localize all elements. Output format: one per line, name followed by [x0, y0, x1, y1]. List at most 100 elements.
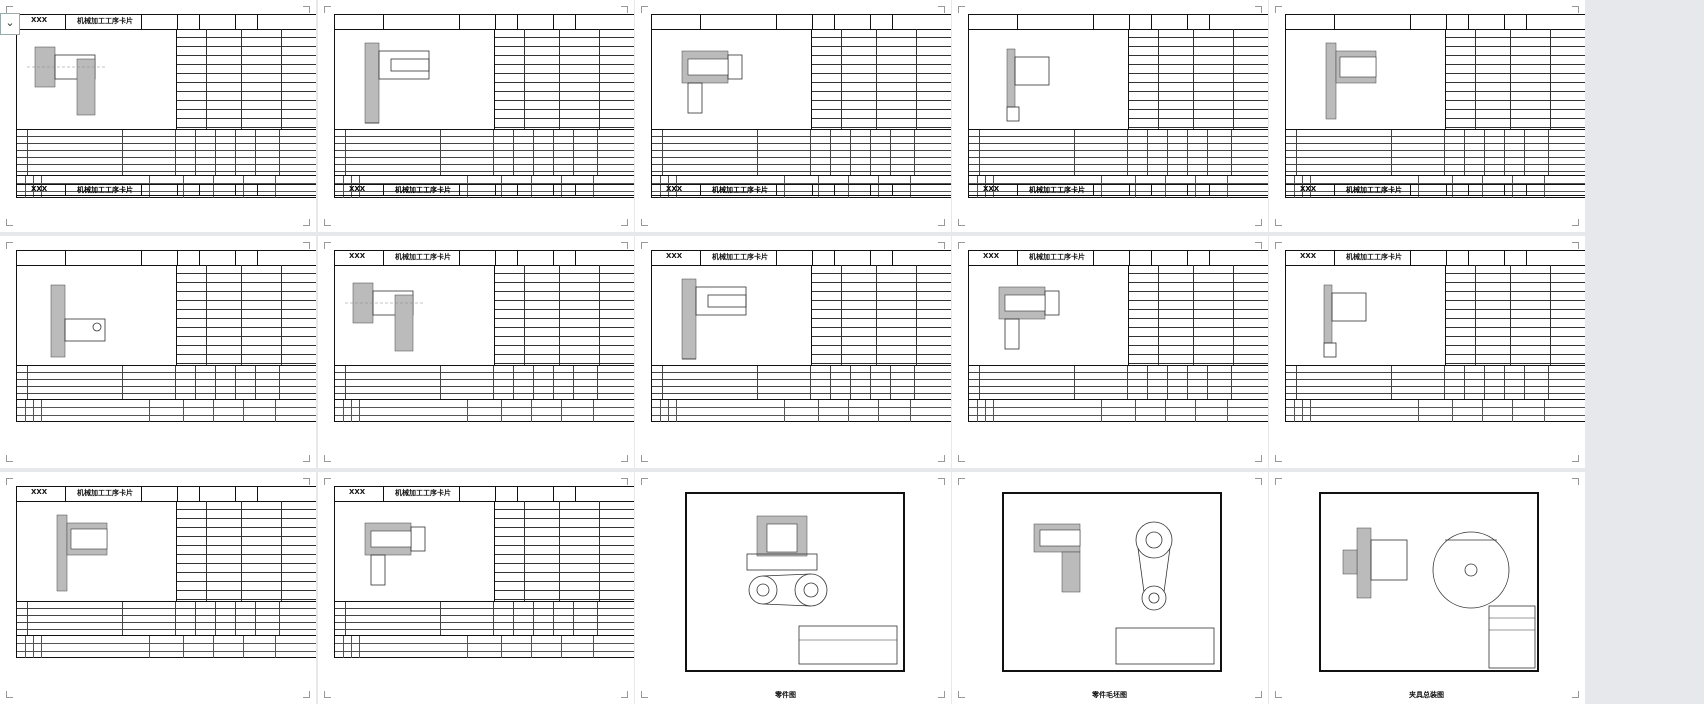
- crop-mark: [6, 478, 13, 485]
- process-sketch: [1286, 29, 1445, 129]
- crop-mark: [1275, 6, 1282, 13]
- company-name: XXX: [983, 185, 1000, 193]
- crop-mark: [324, 691, 331, 698]
- crop-mark: [938, 691, 945, 698]
- crop-mark: [621, 219, 628, 226]
- step-table: [17, 129, 316, 176]
- part-sketch: [364, 42, 430, 124]
- card-title: 机械加工工序卡片: [1346, 186, 1402, 194]
- document-page[interactable]: XXX 机械加工工序卡片: [1269, 0, 1585, 232]
- signature-table: [652, 399, 951, 422]
- part-sketch: [364, 522, 426, 586]
- process-card: XXX 机械加工工序卡片: [16, 14, 316, 198]
- crop-mark: [1572, 691, 1579, 698]
- process-info-table: [811, 265, 951, 365]
- process-card: XXX 机械加工工序卡片: [651, 250, 951, 422]
- company-name: XXX: [983, 252, 1000, 260]
- process-info-table: [494, 501, 634, 601]
- signature-table: [335, 399, 634, 422]
- step-table: [17, 365, 316, 400]
- step-table: [335, 129, 634, 176]
- signature-table: [17, 399, 316, 422]
- company-name: XXX: [349, 252, 366, 260]
- company-name: XXX: [31, 16, 48, 24]
- card-title: 机械加工工序卡片: [712, 253, 768, 261]
- drawing-page[interactable]: 零件毛坯图: [952, 472, 1268, 704]
- drawing-frame: [1002, 492, 1222, 672]
- next-card-header: XXX 机械加工工序卡片: [16, 184, 316, 196]
- company-name: XXX: [349, 488, 366, 496]
- document-page[interactable]: [0, 236, 316, 468]
- process-info-table: [176, 29, 316, 129]
- card-title: 机械加工工序卡片: [77, 17, 133, 25]
- crop-mark: [6, 242, 13, 249]
- crop-mark: [1255, 242, 1262, 249]
- crop-mark: [641, 455, 648, 462]
- card-title: 机械加工工序卡片: [77, 186, 133, 194]
- crop-mark: [1275, 478, 1282, 485]
- signature-table: [17, 635, 316, 658]
- document-page[interactable]: XXX 机械加工工序卡片: [318, 472, 634, 704]
- crop-mark: [958, 455, 965, 462]
- crop-mark: [303, 455, 310, 462]
- process-sketch: [969, 29, 1128, 129]
- company-name: XXX: [349, 185, 366, 193]
- crop-mark: [938, 6, 945, 13]
- card-title: 机械加工工序卡片: [395, 489, 451, 497]
- crop-mark: [1275, 242, 1282, 249]
- drawing-page[interactable]: 零件图: [635, 472, 951, 704]
- company-name: XXX: [666, 252, 683, 260]
- crop-mark: [6, 6, 13, 13]
- process-info-table: [811, 29, 951, 129]
- step-table: [652, 365, 951, 400]
- crop-mark: [1255, 478, 1262, 485]
- process-sketch: [17, 501, 176, 601]
- drawing-frame: [1319, 492, 1539, 672]
- crop-mark: [1255, 219, 1262, 226]
- engineering-drawing: [746, 515, 898, 665]
- part-sketch: [1006, 48, 1050, 122]
- crop-mark: [303, 478, 310, 485]
- process-sketch: [17, 29, 176, 129]
- crop-mark: [938, 242, 945, 249]
- crop-mark: [938, 455, 945, 462]
- card-header: [1286, 15, 1585, 30]
- crop-mark: [1255, 455, 1262, 462]
- next-card-header: XXX 机械加工工序卡片: [1285, 184, 1585, 196]
- crop-mark: [938, 478, 945, 485]
- signature-table: [1286, 175, 1585, 198]
- company-name: XXX: [31, 185, 48, 193]
- crop-mark: [303, 219, 310, 226]
- company-name: XXX: [31, 488, 48, 496]
- process-info-table: [494, 265, 634, 365]
- document-page[interactable]: XXX 机械加工工序卡片: [635, 236, 951, 468]
- card-title: 机械加工工序卡片: [1346, 253, 1402, 261]
- drawing-frame: [685, 492, 905, 672]
- drawing-page[interactable]: 夹具总装图: [1269, 472, 1585, 704]
- step-table: [1286, 129, 1585, 176]
- signature-table: [1286, 399, 1585, 422]
- document-page[interactable]: XXX 机械加工工序卡片 XXX 机械加工工序卡片: [0, 0, 316, 232]
- process-card: [968, 14, 1268, 198]
- crop-mark: [1572, 478, 1579, 485]
- company-name: XXX: [1300, 185, 1317, 193]
- process-info-table: [494, 29, 634, 129]
- collapse-button[interactable]: ⌄: [0, 13, 20, 35]
- crop-mark: [1572, 242, 1579, 249]
- crop-mark: [303, 242, 310, 249]
- process-sketch: [652, 29, 811, 129]
- crop-mark: [621, 455, 628, 462]
- process-sketch: [335, 265, 494, 365]
